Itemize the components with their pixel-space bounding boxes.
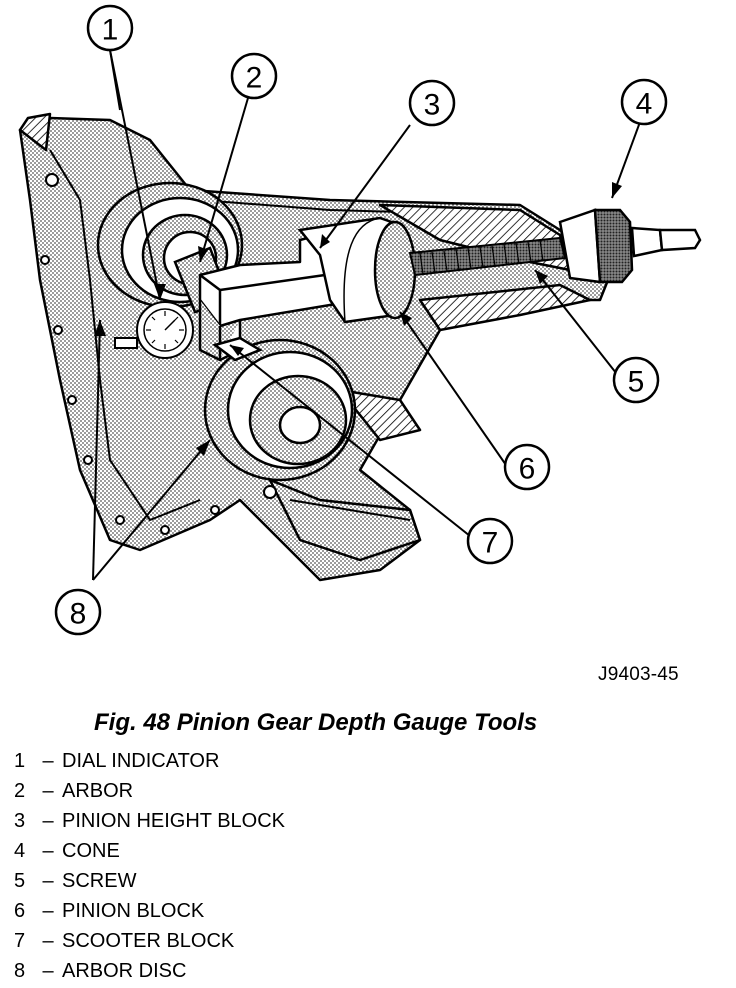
legend-item: 1–DIAL INDICATOR: [14, 748, 285, 778]
legend-label: DIAL INDICATOR: [62, 750, 220, 772]
callout-2: 2: [246, 62, 263, 95]
legend-item: 4–CONE: [14, 838, 285, 868]
callout-6: 6: [519, 453, 536, 486]
cone: [558, 208, 702, 284]
callout-1: 1: [102, 14, 119, 47]
pinion-gauge-illustration: 1 2 3 4 5 6 7 8: [18, 4, 702, 636]
callout-3: 3: [424, 89, 441, 122]
legend-separator: –: [42, 810, 54, 832]
legend-item: 5–SCREW: [14, 868, 285, 898]
legend-num: 7: [14, 930, 26, 952]
arbor-disc-lower: [203, 338, 357, 482]
legend-label: SCOOTER BLOCK: [62, 930, 235, 952]
callout-8: 8: [70, 598, 87, 631]
legend-num: 4: [14, 840, 26, 862]
legend-item: 6–PINION BLOCK: [14, 898, 285, 928]
legend-num: 1: [14, 750, 26, 772]
legend-num: 2: [14, 780, 26, 802]
legend-item: 7–SCOOTER BLOCK: [14, 928, 285, 958]
dial-indicator: [114, 301, 194, 359]
callout-5: 5: [628, 366, 645, 399]
callout-arrowheads: [94, 182, 622, 456]
legend-separator: –: [42, 870, 54, 892]
legend-label: SCREW: [62, 870, 137, 892]
legend-num: 3: [14, 810, 26, 832]
legend-num: 5: [14, 870, 26, 892]
legend-separator: –: [42, 900, 54, 922]
callout-circles: [54, 4, 668, 636]
pinion-block: [297, 216, 417, 324]
housing-bolt-holes: [40, 173, 277, 535]
legend-item: 8–ARBOR DISC: [14, 958, 285, 988]
callout-labels: 1 2 3 4 5 6 7 8: [70, 14, 653, 631]
figure-id: J9403-45: [598, 664, 679, 685]
legend-label: PINION BLOCK: [62, 900, 205, 922]
legend-label: CONE: [62, 840, 120, 862]
legend-list: 1–DIAL INDICATOR 2–ARBOR 3–PINION HEIGHT…: [14, 748, 285, 988]
screw: [408, 236, 567, 277]
legend-num: 6: [14, 900, 26, 922]
legend-item: 3–PINION HEIGHT BLOCK: [14, 808, 285, 838]
legend-label: ARBOR: [62, 780, 134, 802]
legend-separator: –: [42, 960, 54, 982]
figure-caption: Fig. 48 Pinion Gear Depth Gauge Tools: [94, 709, 538, 736]
legend-item: 2–ARBOR: [14, 778, 285, 808]
legend-label: ARBOR DISC: [62, 960, 187, 982]
legend-separator: –: [42, 840, 54, 862]
legend-num: 8: [14, 960, 26, 982]
legend-label: PINION HEIGHT BLOCK: [62, 810, 286, 832]
legend-separator: –: [42, 780, 54, 802]
callout-7: 7: [482, 527, 499, 560]
legend-separator: –: [42, 750, 54, 772]
legend-separator: –: [42, 930, 54, 952]
callout-4: 4: [636, 88, 653, 121]
